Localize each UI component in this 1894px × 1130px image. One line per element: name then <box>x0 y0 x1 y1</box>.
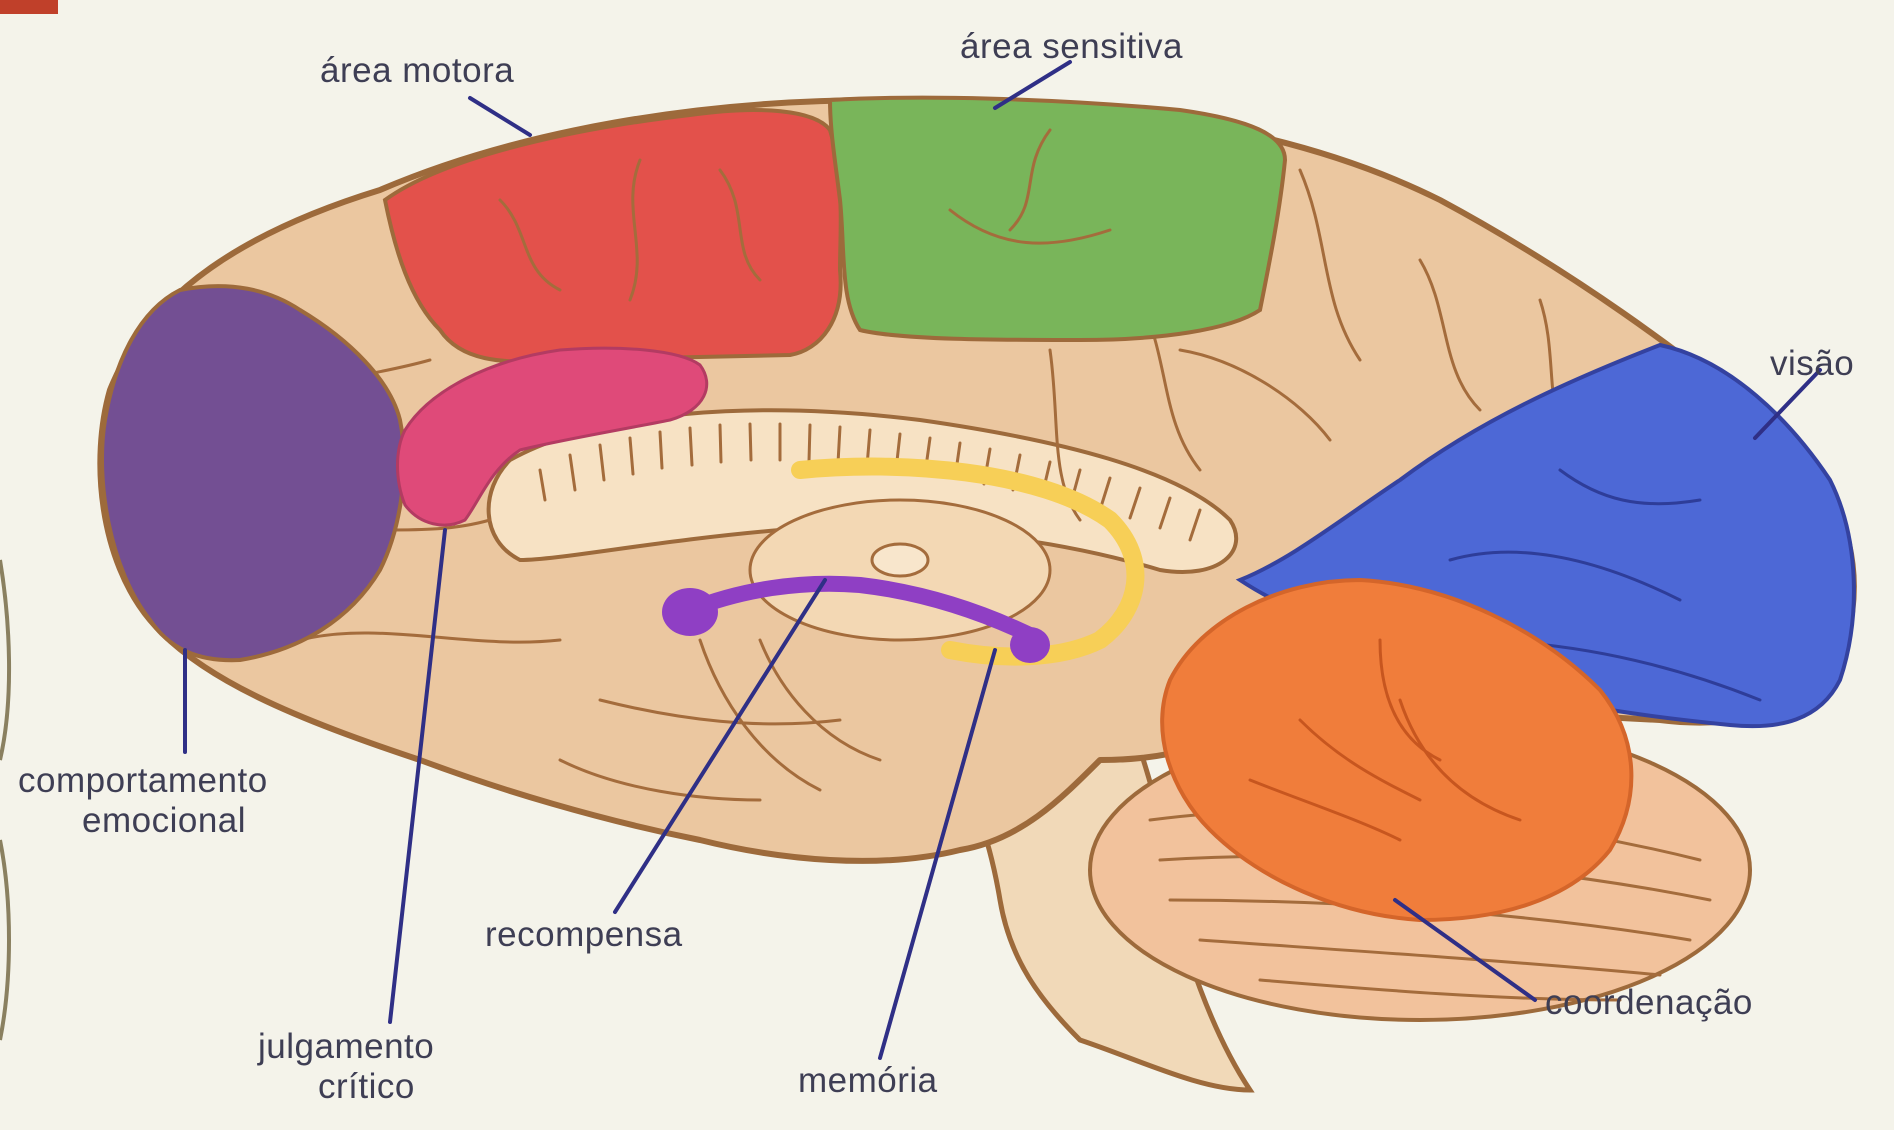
label-motor-area: área motora <box>320 51 514 90</box>
label-coordination: coordenação <box>1545 983 1753 1022</box>
left-edge-decoration <box>0 560 9 1040</box>
label-vision: visão <box>1770 344 1854 383</box>
reward-node-left <box>662 588 718 636</box>
label-reward: recompensa <box>485 915 683 954</box>
corner-marker <box>0 0 58 14</box>
label-sensory-area: área sensitiva <box>960 27 1183 66</box>
label-memory: memória <box>798 1061 938 1100</box>
label-critical-judgement-line1: julgamento <box>257 1027 434 1066</box>
reward-node-right <box>1010 627 1050 663</box>
label-emotional-behavior-line1: comportamento <box>18 761 268 800</box>
label-emotional-behavior-line2: emocional <box>82 801 246 840</box>
label-critical-judgement-line2: crítico <box>318 1067 415 1106</box>
inner-nucleus <box>872 544 928 576</box>
leader-motor-area <box>470 98 530 135</box>
motor-area-region <box>385 110 841 362</box>
sensory-area-region <box>830 98 1285 340</box>
